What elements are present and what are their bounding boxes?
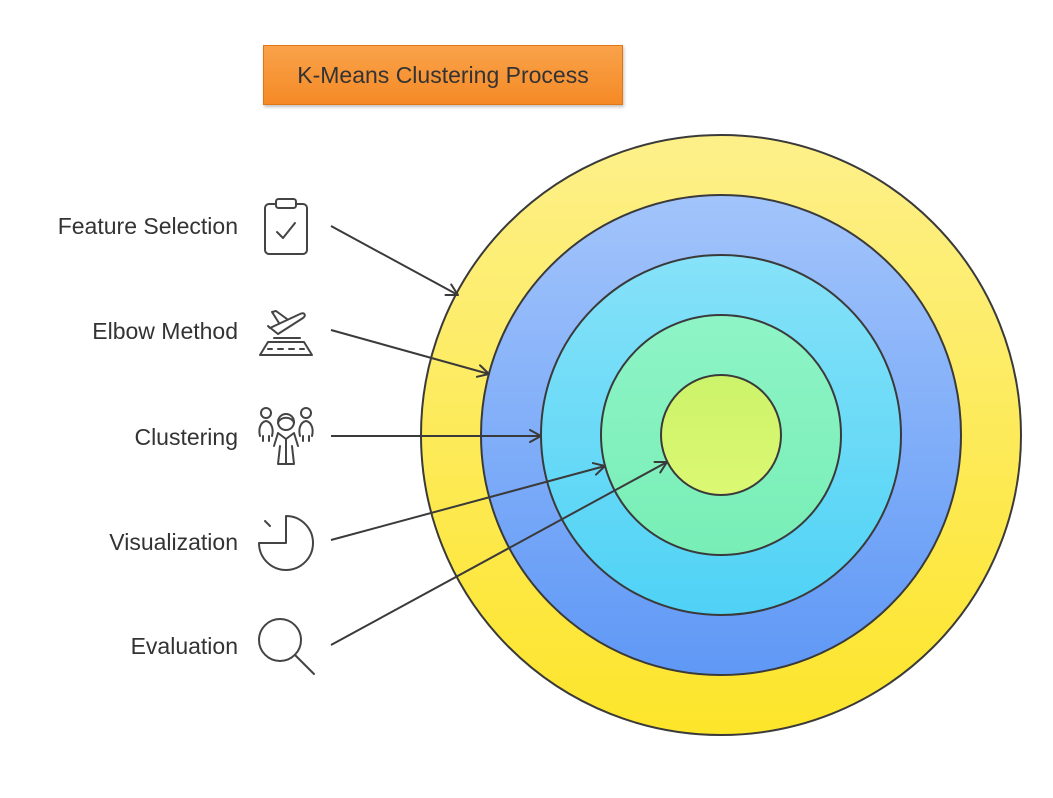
label-evaluation: Evaluation — [130, 633, 238, 659]
arrow-visualization — [330, 462, 606, 541]
arrow-feature-selection — [330, 225, 459, 297]
arrow-elbow-method — [330, 329, 490, 378]
label-visualization: Visualization — [109, 529, 238, 555]
arrow-evaluation — [330, 460, 668, 646]
label-elbow-method: Elbow Method — [92, 318, 238, 344]
title-box: K-Means Clustering Process — [263, 45, 623, 105]
diagram-title: K-Means Clustering Process — [297, 61, 589, 88]
ring-evaluation-core — [660, 374, 782, 496]
magnifier-icon — [256, 616, 316, 676]
label-clustering: Clustering — [134, 424, 238, 450]
clipboard-check-icon — [256, 196, 316, 256]
people-group-icon — [256, 406, 316, 466]
label-feature-selection: Feature Selection — [57, 213, 238, 239]
airplane-runway-icon — [256, 302, 316, 362]
pie-chart-icon — [256, 512, 316, 572]
